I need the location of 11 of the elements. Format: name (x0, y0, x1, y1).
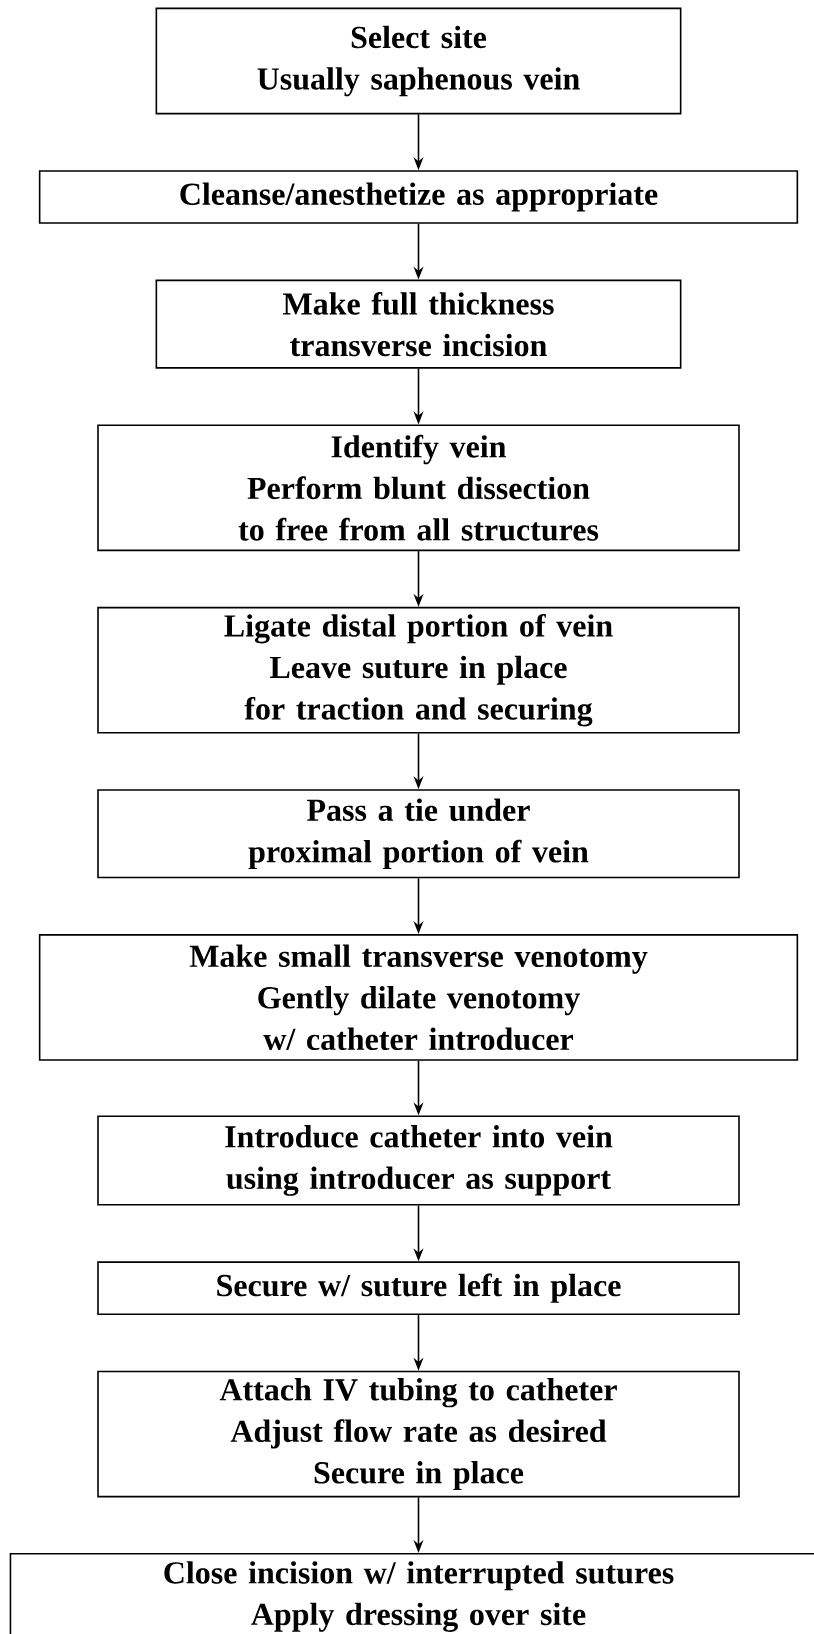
process-box: Identify vein Perform blunt dissection to free from all structures (97, 424, 740, 552)
process-box: Introduce catheter into vein using introducer as support (97, 1115, 740, 1206)
process-box: Close incision w/ interrupted sutures Apply dressing over site (9, 1553, 814, 1634)
process-box: Attach IV tubing to catheter Adjust flow rate as desired Secure in place (97, 1370, 740, 1498)
process-box: Select site Usually saphenous vein (155, 7, 682, 115)
process-box: Cleanse/anesthetize as appropriate (38, 170, 799, 224)
process-box: Make full thickness transverse incision (155, 279, 682, 369)
process-box: Ligate distal portion of vein Leave suture in place for traction and securing (97, 606, 740, 734)
process-box: Make small transverse venotomy Gently dilate venotomy w/ catheter introducer (38, 934, 799, 1061)
process-box: Secure w/ suture left in place (97, 1261, 740, 1316)
process-box: Pass a tie under proximal portion of vein (97, 789, 740, 879)
